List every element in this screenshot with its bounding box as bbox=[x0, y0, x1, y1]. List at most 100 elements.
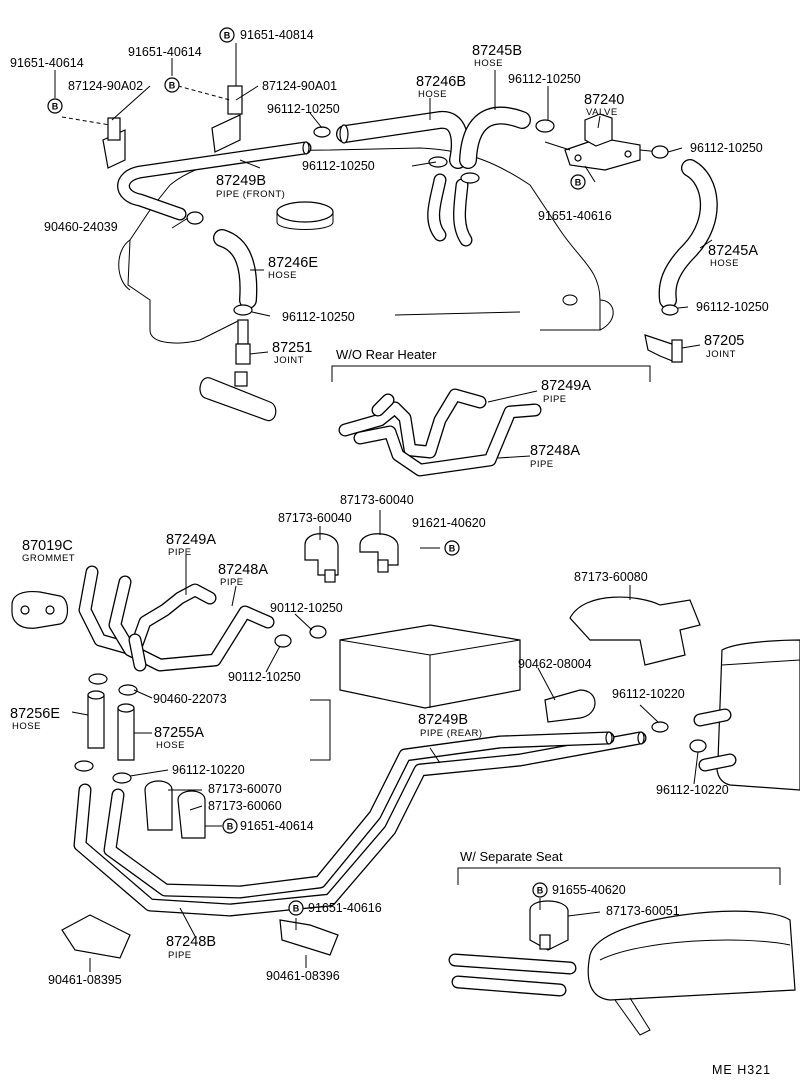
bracket-87124-90a02 bbox=[102, 117, 126, 169]
leader-b-90a01 bbox=[177, 85, 231, 101]
label-87249b-rear-desc: PIPE (REAR) bbox=[420, 728, 483, 739]
label-96112-10250: 96112-10250 bbox=[302, 159, 375, 173]
label-90461-08395: 90461-08395 bbox=[48, 973, 122, 987]
svg-text:B: B bbox=[227, 822, 234, 832]
part-labels: 91651-40814 91651-40614 91651-40614 8712… bbox=[10, 28, 771, 1077]
label-87246b: 87246B bbox=[416, 74, 466, 90]
label-91651-40616: 91651-40616 bbox=[308, 901, 382, 915]
label-87245b-desc: HOSE bbox=[474, 58, 503, 69]
label-87255a: 87255A bbox=[154, 725, 204, 741]
b-symbol: B bbox=[219, 27, 235, 43]
label-87249a: 87249A bbox=[541, 378, 591, 394]
rear-heater-unit bbox=[310, 624, 521, 761]
svg-text:B: B bbox=[537, 886, 544, 896]
label-87246b-desc: HOSE bbox=[418, 89, 447, 100]
hose-87246e bbox=[213, 229, 258, 309]
svg-text:B: B bbox=[449, 544, 456, 554]
label-96112-10250: 96112-10250 bbox=[696, 300, 769, 314]
b-symbol: B bbox=[570, 174, 586, 190]
label-91655-40620: 91655-40620 bbox=[552, 883, 626, 897]
b-symbol: B bbox=[288, 900, 304, 916]
b-symbol: B bbox=[222, 818, 238, 834]
bracket-87124-90a01 bbox=[211, 85, 243, 153]
label-87249b-front: 87249B bbox=[216, 173, 266, 189]
b-symbol: B bbox=[164, 77, 180, 93]
label-96112-10250: 96112-10250 bbox=[690, 141, 763, 155]
label-87251-desc: JOINT bbox=[274, 355, 304, 366]
label-87173-60060: 87173-60060 bbox=[208, 799, 282, 813]
label-87205-desc: JOINT bbox=[706, 349, 736, 360]
hose-87245a bbox=[658, 159, 718, 309]
label-87245b: 87245B bbox=[472, 43, 522, 59]
label-87255a-desc: HOSE bbox=[156, 740, 185, 751]
label-87249a-desc: PIPE bbox=[543, 394, 567, 405]
label-87173-60051: 87173-60051 bbox=[606, 904, 680, 918]
b-symbols: B B B B B B B B bbox=[47, 27, 586, 916]
label-91651-40616: 91651-40616 bbox=[538, 209, 612, 223]
label-91651-40614: 91651-40614 bbox=[240, 819, 314, 833]
hose-87245b bbox=[459, 106, 531, 169]
label-96112-10220: 96112-10220 bbox=[612, 687, 685, 701]
label-91651-40814: 91651-40814 bbox=[240, 28, 314, 42]
label-87248b-desc: PIPE bbox=[168, 950, 192, 961]
svg-text:B: B bbox=[52, 102, 59, 112]
label-87173-60040: 87173-60040 bbox=[278, 511, 352, 525]
leader-b-90a02 bbox=[61, 116, 111, 126]
label-87124-90a01: 87124-90A01 bbox=[262, 79, 337, 93]
engine-outline bbox=[118, 147, 614, 344]
label-87248a: 87248A bbox=[218, 562, 268, 578]
label-87205: 87205 bbox=[704, 333, 744, 349]
b-symbol: B bbox=[532, 882, 548, 898]
label-87246e-desc: HOSE bbox=[268, 270, 297, 281]
label-87248b: 87248B bbox=[166, 934, 216, 950]
label-87245a-desc: HOSE bbox=[710, 258, 739, 269]
label-90461-08396: 90461-08396 bbox=[266, 969, 340, 983]
label-87249a-desc: PIPE bbox=[168, 547, 192, 558]
label-90460-24039: 90460-24039 bbox=[44, 220, 118, 234]
rear-tank-right bbox=[693, 639, 800, 791]
svg-text:B: B bbox=[224, 31, 231, 41]
label-90112-10250: 90112-10250 bbox=[270, 601, 343, 615]
label-90112-10250: 90112-10250 bbox=[228, 670, 301, 684]
clamps-87173-60070-60060 bbox=[144, 780, 206, 839]
label-87173-60040: 87173-60040 bbox=[340, 493, 414, 507]
wo-rear-heater-section bbox=[331, 365, 651, 477]
label-96112-10250: 96112-10250 bbox=[282, 310, 355, 324]
label-87173-60080: 87173-60080 bbox=[574, 570, 648, 584]
page-code: ME H321 bbox=[712, 1063, 771, 1077]
label-87251: 87251 bbox=[272, 340, 312, 356]
label-87256e-desc: HOSE bbox=[12, 721, 41, 732]
label-96112-10250: 96112-10250 bbox=[267, 102, 340, 116]
pipes-87249a-87248a-mid bbox=[78, 565, 275, 672]
hose-clamps-upper bbox=[186, 119, 679, 316]
hoses-87256e-87255a bbox=[87, 690, 135, 761]
hose-87246b bbox=[336, 111, 469, 169]
svg-text:B: B bbox=[169, 81, 176, 91]
grommet-87019c bbox=[11, 590, 69, 629]
label-87173-60070: 87173-60070 bbox=[208, 782, 282, 796]
label-87246e: 87246E bbox=[268, 255, 318, 271]
clamps-87173-60040 bbox=[304, 533, 399, 583]
label-87256e: 87256E bbox=[10, 706, 60, 722]
clamp-90462-08004 bbox=[544, 689, 596, 723]
b-symbol: B bbox=[47, 98, 63, 114]
svg-text:B: B bbox=[575, 178, 582, 188]
label-90462-08004: 90462-08004 bbox=[518, 657, 592, 671]
label-96112-10220: 96112-10220 bbox=[656, 783, 729, 797]
label-87249b-rear: 87249B bbox=[418, 712, 468, 728]
pipe-87249b-front bbox=[117, 141, 312, 221]
label-87124-90a02: 87124-90A02 bbox=[68, 79, 143, 93]
label-87245a: 87245A bbox=[708, 243, 758, 259]
engine-outlet-tubes bbox=[427, 173, 473, 247]
label-91621-40620: 91621-40620 bbox=[412, 516, 486, 530]
bracket-90461-08395 bbox=[61, 914, 131, 959]
leader-lines bbox=[54, 58, 713, 972]
label-87019c-desc: GROMMET bbox=[22, 553, 75, 564]
joint-87251 bbox=[199, 319, 277, 422]
label-96112-10250: 96112-10250 bbox=[508, 72, 581, 86]
valve-87240 bbox=[544, 113, 661, 171]
bracket-90461-08396 bbox=[279, 919, 339, 956]
w-separate-seat-section bbox=[448, 867, 796, 1036]
label-87248a-desc: PIPE bbox=[220, 577, 244, 588]
